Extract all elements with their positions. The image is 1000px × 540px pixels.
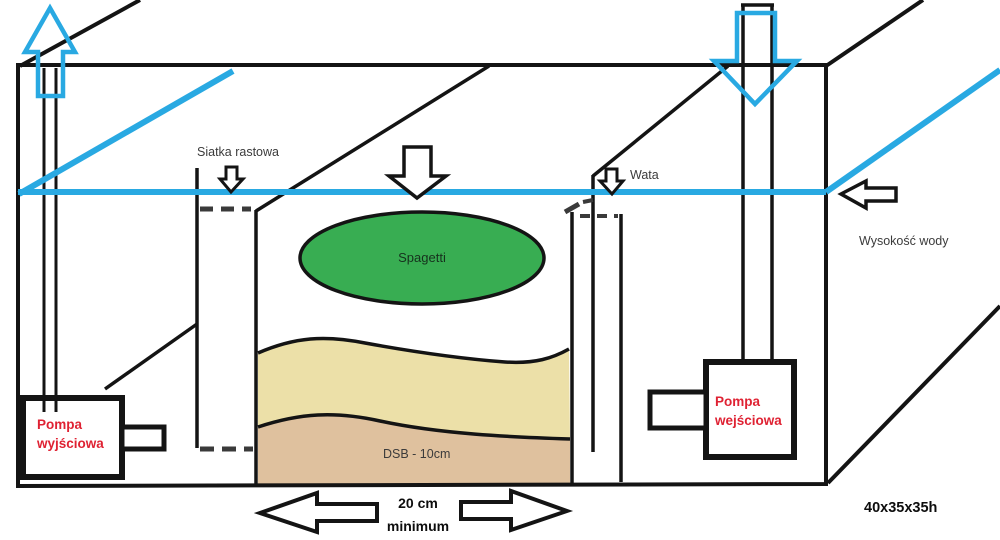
divider-top-depth-line — [255, 64, 490, 213]
spagetti-label: Spagetti — [398, 250, 446, 265]
input-pump-label: Pompa wejściowa — [715, 392, 782, 430]
output-pump-nozzle — [119, 424, 167, 452]
sand-upper-boundary — [257, 336, 570, 365]
spagetti-ellipse — [298, 210, 546, 306]
output-pump-label-line1: Pompa — [37, 417, 83, 432]
min-width-unit: minimum — [386, 518, 450, 534]
water-out-up-arrow-icon — [21, 3, 79, 99]
output-pump-box — [20, 395, 125, 480]
wata-dash-small — [582, 198, 594, 204]
tank-dimensions-label: 40x35x35h — [864, 500, 938, 516]
siatka-down-arrow-icon — [216, 165, 247, 195]
dsb-label: DSB - 10cm — [383, 447, 451, 461]
sand-lower-layer — [258, 414, 570, 484]
output-pump-label-line2: wyjściowa — [37, 436, 104, 451]
wysokosc-wody-label: Wysokość wody — [859, 234, 949, 248]
tank-front-face — [16, 63, 828, 489]
wata-label: Wata — [630, 168, 659, 182]
input-pump-label-line1: Pompa — [715, 394, 761, 409]
siatka-rastowa-label: Siatka rastowa — [197, 145, 279, 159]
output-pump-label: Pompa wyjściowa — [37, 415, 104, 453]
pump-back-depth-line — [103, 322, 199, 391]
wata-down-arrow-icon — [596, 167, 627, 197]
water-height-left-arrow-icon — [837, 178, 898, 211]
center-down-arrow-icon — [383, 145, 452, 201]
input-pump-nozzle — [647, 389, 709, 431]
water-level-depth-left — [17, 68, 235, 197]
min-width-right-arrow-icon — [459, 488, 574, 533]
tank-back-edge-right — [824, 0, 925, 68]
min-width-value: 20 cm — [398, 495, 438, 511]
min-width-left-arrow-icon — [253, 490, 379, 535]
water-in-down-arrow-icon — [708, 10, 803, 108]
tank-back-edge-bottom-right — [826, 304, 1000, 485]
wata-dash-slanted — [563, 201, 581, 215]
sand-lower-boundary — [257, 413, 571, 441]
water-level-depth-right — [824, 67, 1000, 195]
baffle-top-depth-line — [591, 64, 730, 178]
input-pump-label-line2: wejściowa — [715, 413, 782, 428]
